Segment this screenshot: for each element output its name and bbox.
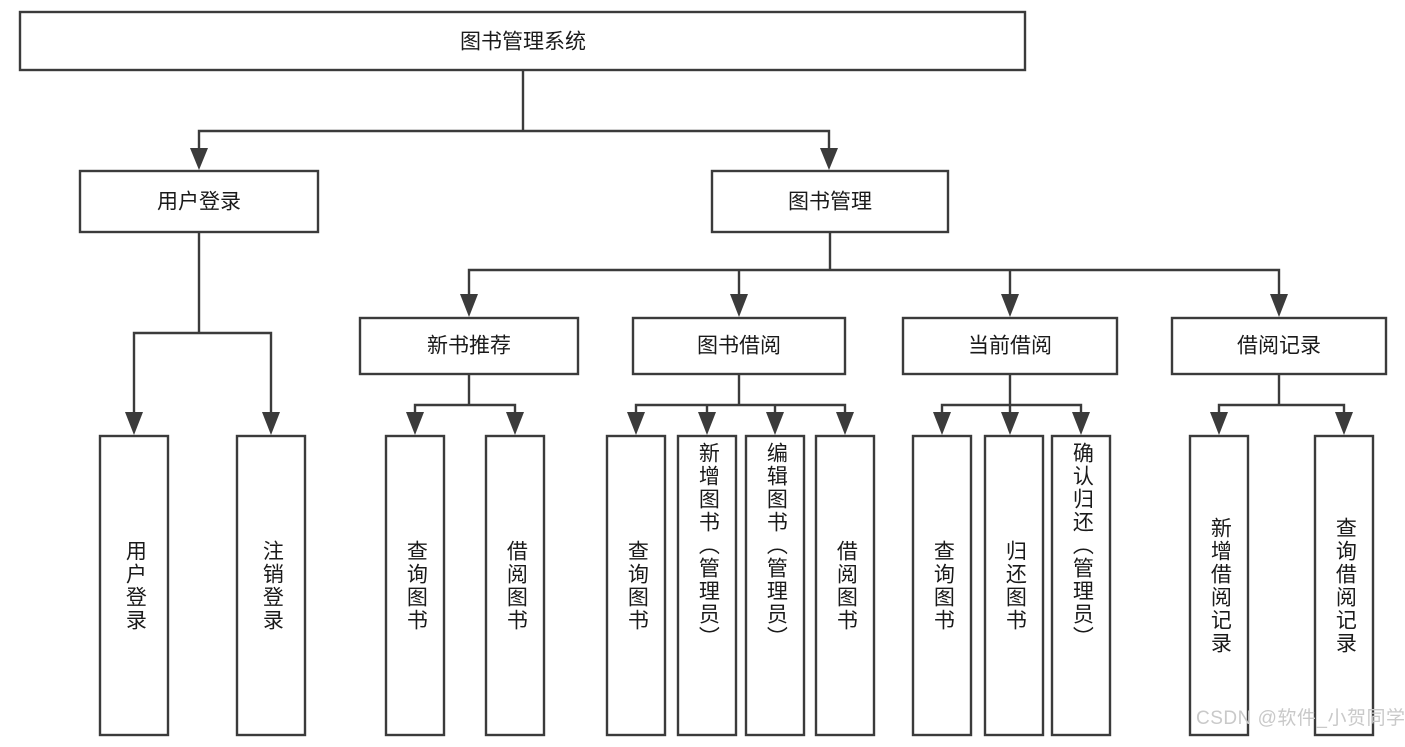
node-book-borrow-label: 图书借阅: [697, 335, 781, 358]
arrow-head-leaf-confirm-return-admin: [1072, 412, 1090, 435]
node-book-manage-label: 图书管理: [788, 191, 872, 214]
arrow-head-borrow-record: [1270, 294, 1288, 317]
arrow-head-new-book-rec: [460, 294, 478, 317]
node-user-login-box: [78, 169, 320, 234]
node-book-manage-box: [710, 169, 950, 234]
arrow-head-leaf-return-book: [1001, 412, 1019, 435]
connector-new-book-rec-to-leaves: [413, 372, 517, 418]
node-root[interactable]: 图书管理系统: [18, 10, 1027, 72]
connector-user-login-to-leaves: [132, 230, 273, 418]
node-leaf-return-book-box[interactable]: [983, 434, 1045, 737]
arrow-head-leaf-query-borrow-record: [1335, 412, 1353, 435]
node-book-borrow[interactable]: 图书借阅: [631, 316, 847, 376]
connector-borrow-record-to-leaves: [1217, 372, 1346, 418]
node-borrow-record-label: 借阅记录: [1237, 335, 1321, 358]
node-user-login[interactable]: 用户登录: [78, 169, 320, 234]
node-root-label: 图书管理系统: [460, 31, 586, 54]
arrow-head-user-login: [190, 148, 208, 170]
csdn-watermark: CSDN @软件_小贺同学: [1196, 708, 1405, 729]
arrow-head-leaf-borrow-book-1: [506, 412, 524, 435]
node-new-book-rec[interactable]: 新书推荐: [358, 316, 580, 376]
node-user-login-label: 用户登录: [157, 191, 241, 214]
node-borrow-record-box: [1170, 316, 1388, 376]
node-leaf-query-book-2-box[interactable]: [605, 434, 667, 737]
connector-book-borrow-to-leaves: [634, 372, 847, 418]
connector-root-to-level1: [197, 68, 831, 154]
node-leaf-query-borrow-record-box[interactable]: [1313, 434, 1375, 737]
arrow-head-leaf-query-book-1: [406, 412, 424, 435]
arrow-head-leaf-query-book-2: [627, 412, 645, 435]
node-current-borrow-label: 当前借阅: [968, 335, 1052, 358]
arrow-head-leaf-add-book-admin: [698, 412, 716, 435]
arrow-head-leaf-query-book-3: [933, 412, 951, 435]
node-current-borrow-box: [901, 316, 1119, 376]
arrow-head-book-borrow: [730, 294, 748, 317]
node-new-book-rec-label: 新书推荐: [427, 335, 511, 358]
connector-book-manage-to-level2: [467, 230, 1281, 300]
node-leaf-user-login-box[interactable]: [98, 434, 170, 737]
node-leaf-borrow-book-2-box[interactable]: [814, 434, 876, 737]
node-book-borrow-box: [631, 316, 847, 376]
node-root-box: [18, 10, 1027, 72]
leaf-box-layer: [98, 434, 1375, 737]
node-leaf-edit-book-admin-box[interactable]: [744, 434, 806, 737]
arrow-head-current-borrow: [1001, 294, 1019, 317]
arrow-head-leaf-edit-book-admin: [766, 412, 784, 435]
arrow-head-leaf-add-borrow-record: [1210, 412, 1228, 435]
arrow-head-leaf-logout: [262, 412, 280, 435]
node-leaf-add-book-admin-box[interactable]: [676, 434, 738, 737]
node-leaf-logout-box[interactable]: [235, 434, 307, 737]
node-current-borrow[interactable]: 当前借阅: [901, 316, 1119, 376]
node-book-manage[interactable]: 图书管理: [710, 169, 950, 234]
node-leaf-query-book-1-box[interactable]: [384, 434, 446, 737]
connector-current-borrow-to-leaves: [940, 372, 1083, 418]
node-leaf-borrow-book-1-box[interactable]: [484, 434, 546, 737]
node-borrow-record[interactable]: 借阅记录: [1170, 316, 1388, 376]
node-leaf-query-book-3-box[interactable]: [911, 434, 973, 737]
arrow-head-leaf-borrow-book-2: [836, 412, 854, 435]
connector-layer: [125, 68, 1353, 435]
arrow-head-book-manage: [820, 148, 838, 170]
node-leaf-confirm-return-admin-box[interactable]: [1050, 434, 1112, 737]
node-leaf-add-borrow-record-box[interactable]: [1188, 434, 1250, 737]
arrow-head-leaf-user-login: [125, 412, 143, 435]
node-new-book-rec-box: [358, 316, 580, 376]
